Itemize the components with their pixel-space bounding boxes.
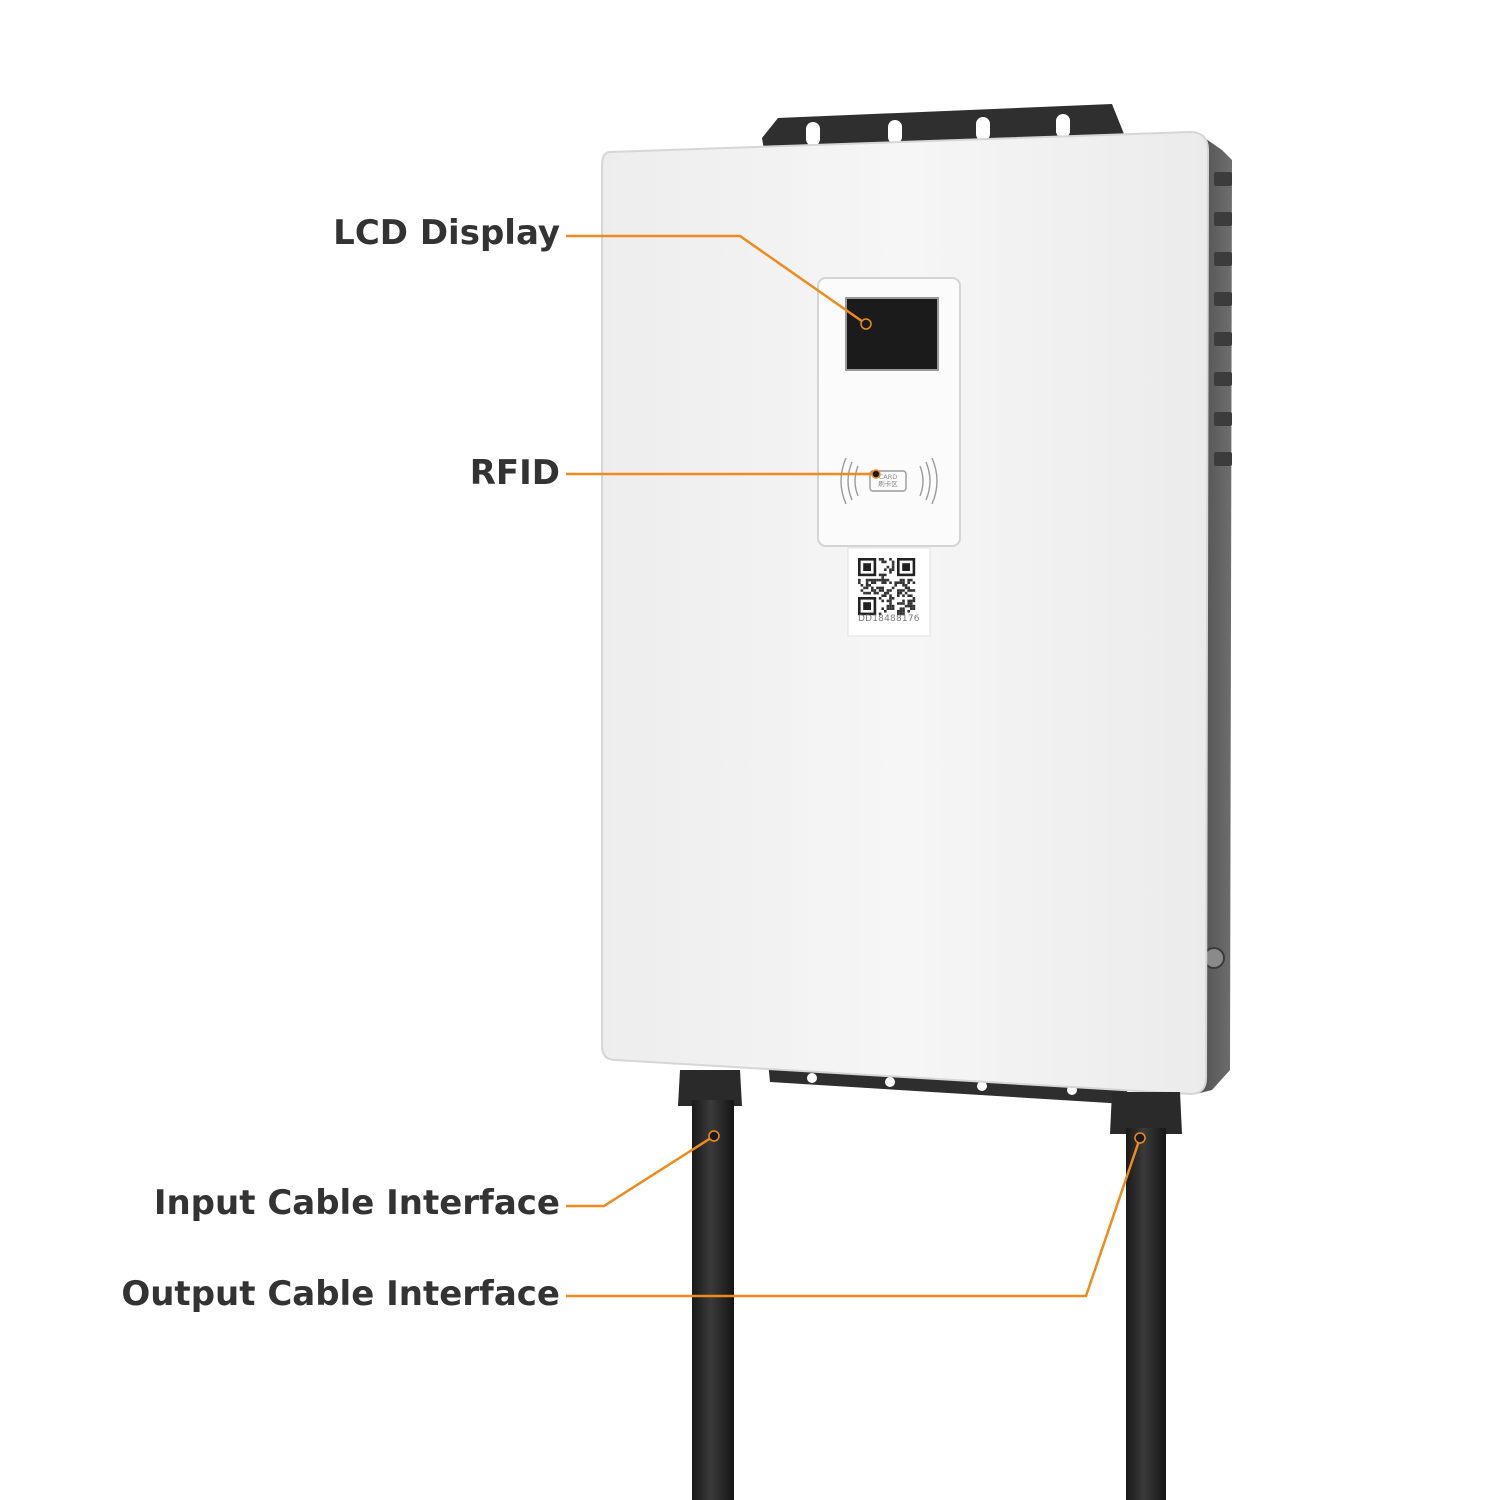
- input-cable: [678, 1070, 742, 1500]
- qr-code: [858, 558, 916, 616]
- card-text-bottom: 刷卡区: [878, 480, 898, 488]
- rfid-card-text: CARD 刷卡区: [872, 474, 904, 488]
- callout-output-cable-interface: Output Cable Interface: [121, 1274, 560, 1314]
- callout-anchor-dots: [708, 318, 1146, 1144]
- callout-lcd-display: LCD Display: [333, 213, 560, 253]
- callout-rfid: RFID: [469, 453, 560, 493]
- rfid-reader-icon: [840, 457, 938, 505]
- front-control-panel: [817, 277, 961, 637]
- leader-input: [566, 1134, 715, 1208]
- vent-slots: [1214, 172, 1232, 466]
- callout-input-cable-interface: Input Cable Interface: [153, 1183, 560, 1223]
- output-cable: [1110, 1092, 1182, 1500]
- callout-leaders: [566, 234, 1142, 1298]
- card-text-top: CARD: [878, 473, 898, 481]
- leader-output: [566, 1137, 1142, 1298]
- qr-serial-number: DD18488176: [858, 614, 920, 624]
- leader-lcd: [566, 234, 867, 326]
- lcd-screen: [845, 297, 939, 371]
